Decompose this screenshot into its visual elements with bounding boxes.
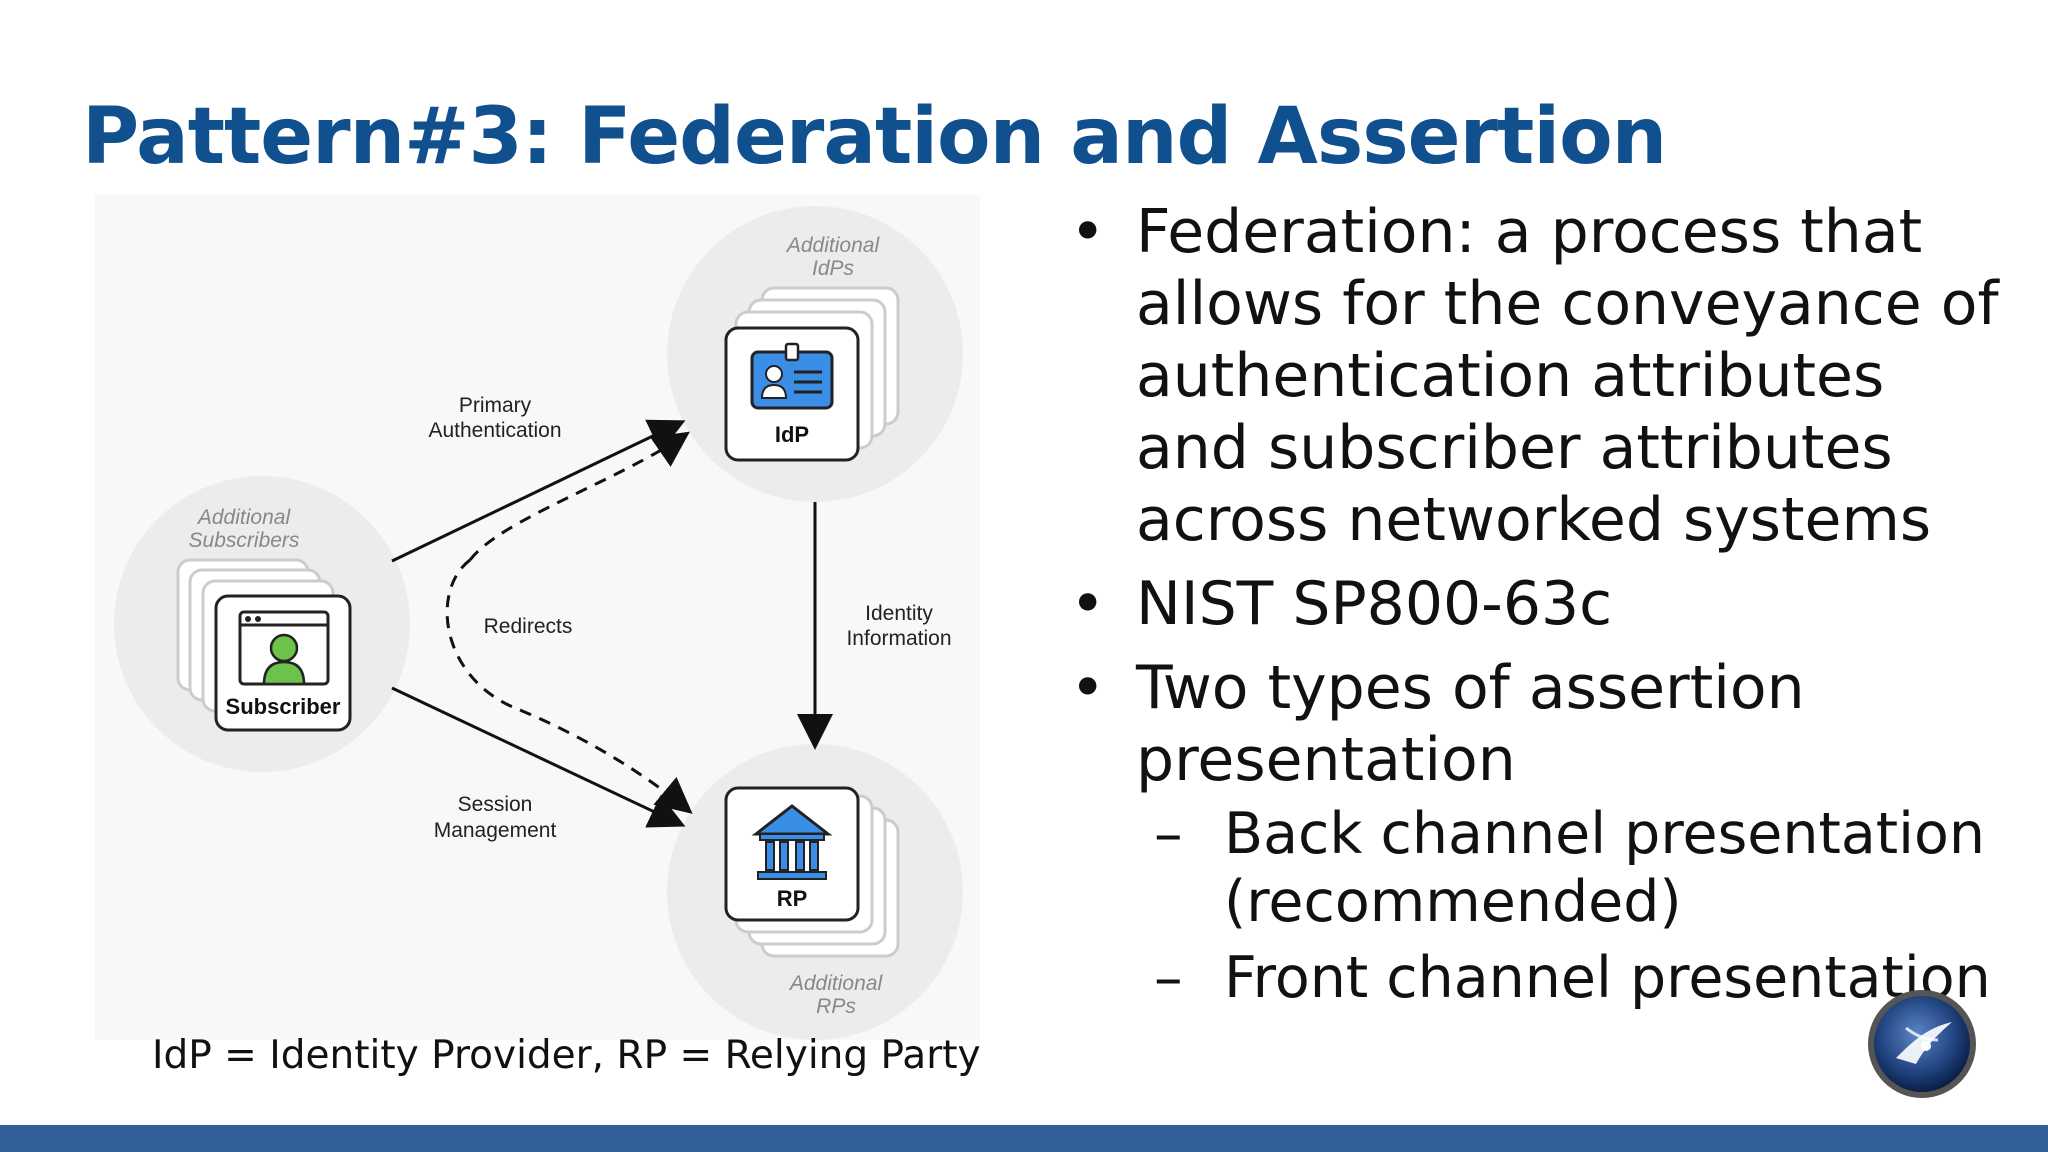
identity-information-label-1: Identity: [865, 602, 933, 625]
redirects-dashed-path: [445, 558, 521, 712]
sub-bullet-list: – Back channel presentation (recommended…: [1136, 800, 2000, 1012]
identity-information-label-2: Information: [846, 627, 951, 650]
subscriber-group-label-2: Subscribers: [189, 529, 300, 552]
rp-group-label-1: Additional: [788, 972, 884, 995]
sub-bullet-item: – Front channel presentation: [1136, 944, 2000, 1012]
rp-group-label-2: RPs: [816, 995, 856, 1018]
id-badge-icon: [750, 342, 834, 410]
sub-bullet-text: Front channel presentation: [1224, 945, 1991, 1011]
bullet-item: • Federation: a process that allows for …: [1060, 196, 2000, 556]
dash-marker: –: [1154, 945, 1183, 1011]
idp-caption: IdP: [775, 422, 809, 447]
bullet-list: • Federation: a process that allows for …: [1060, 196, 2000, 1024]
federation-diagram: Additional Subscribers Additional IdPs A…: [95, 195, 980, 1040]
bullet-item: • NIST SP800-63c: [1060, 568, 2000, 640]
bullet-item: • Two types of assertion presentation – …: [1060, 652, 2000, 1012]
primary-authentication-label-2: Authentication: [428, 419, 561, 442]
bullet-dot: •: [1070, 197, 1106, 267]
redirects-dashed-arrow-down: [519, 708, 693, 814]
idp-group-label-1: Additional: [785, 234, 881, 257]
diagram-footnote: IdP = Identity Provider, RP = Relying Pa…: [152, 1033, 981, 1078]
idp-group-label-2: IdPs: [812, 257, 855, 280]
session-management-arrow: [391, 686, 686, 828]
primary-authentication-label-1: Primary: [459, 394, 532, 417]
session-management-label-1: Session: [458, 793, 533, 816]
redirects-dashed-arrow-up: [468, 431, 690, 561]
bottom-bar: [0, 1125, 2048, 1152]
bullet-text: Two types of assertion presentation: [1136, 653, 1805, 795]
bullet-text: Federation: a process that allows for th…: [1136, 197, 1999, 555]
dash-marker: –: [1154, 801, 1183, 867]
subscriber-caption: Subscriber: [226, 694, 341, 719]
bullet-text: NIST SP800-63c: [1136, 569, 1613, 639]
sub-bullet-text: Back channel presentation (recommended): [1224, 801, 1985, 935]
primary-authentication-arrow: [391, 419, 686, 563]
bullet-dot: •: [1070, 653, 1106, 723]
slide-title: Pattern#3: Federation and Assertion: [82, 92, 1667, 182]
owasp-wasp-logo-icon: [1868, 990, 1976, 1098]
subscriber-group-label-1: Additional: [196, 506, 292, 529]
session-management-label-2: Management: [434, 819, 557, 842]
rp-caption: RP: [777, 886, 808, 911]
bank-building-icon: [751, 804, 833, 880]
redirects-label: Redirects: [484, 615, 573, 638]
sub-bullet-item: – Back channel presentation (recommended…: [1136, 800, 2000, 936]
subscriber-icon: [238, 610, 330, 686]
bullet-dot: •: [1070, 569, 1106, 639]
